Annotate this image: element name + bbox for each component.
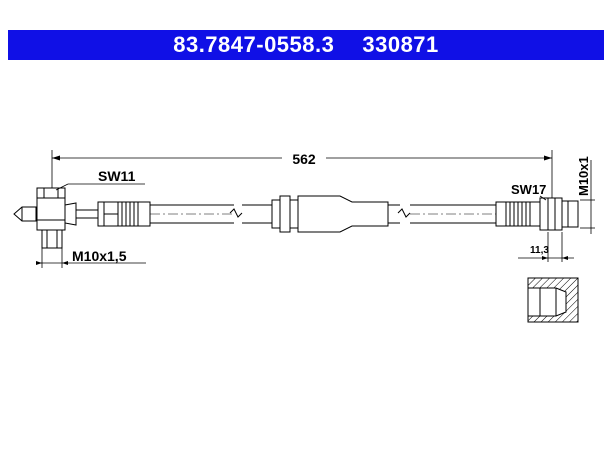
hose-body [150,195,496,233]
part-number: 83.7847-0558.3 [173,32,335,57]
right-annotations: SW17 M10x1 11,3 [511,156,595,262]
length-dimension: 562 [51,150,553,208]
reference-number: 330871 [362,32,439,57]
right-thread-label: M10x1 [576,156,591,196]
left-thread-label: M10x1,5 [72,248,127,264]
left-fitting [13,187,151,249]
title-bar: 83.7847-0558.3 330871 [8,30,604,60]
left-annotations: SW11 M10x1,5 [36,168,146,268]
right-wrench-label: SW17 [511,182,546,197]
section-detail [527,277,579,323]
left-wrench-label: SW11 [98,168,136,184]
length-label: 562 [292,151,316,167]
right-fitting [495,197,579,231]
detail-depth-label: 11,3 [530,245,549,256]
